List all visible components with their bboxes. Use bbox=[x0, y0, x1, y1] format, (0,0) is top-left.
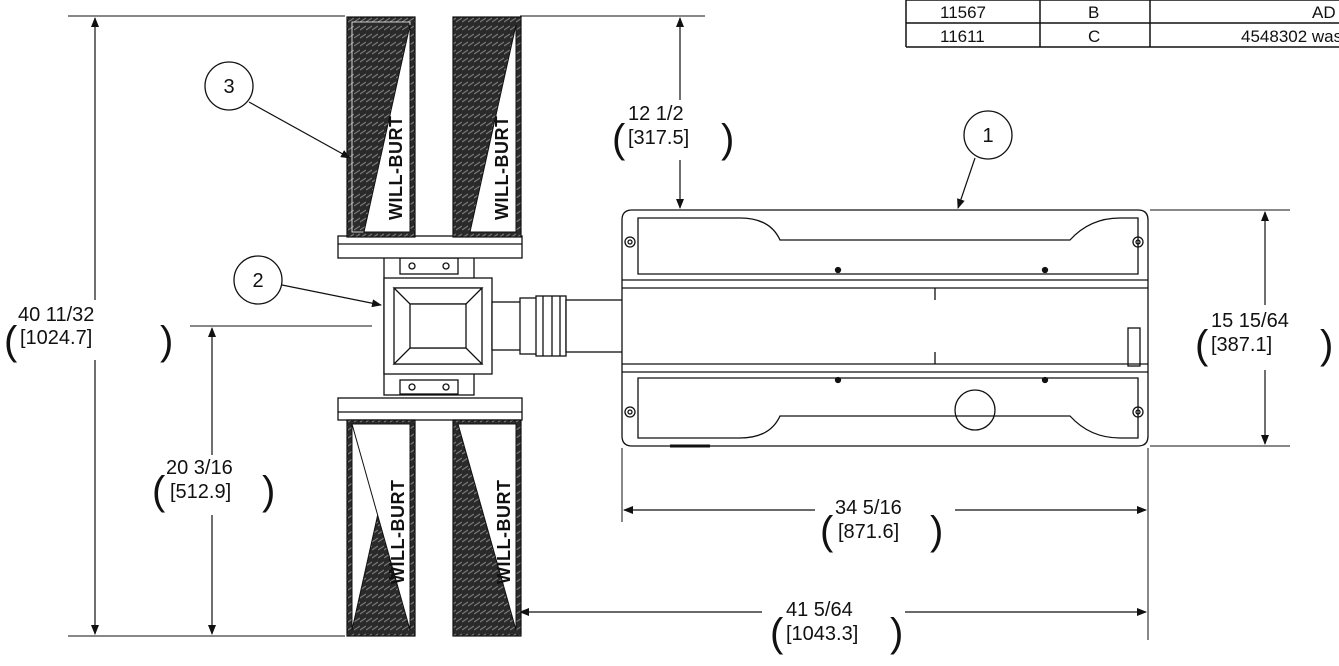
svg-text:(: ( bbox=[152, 469, 166, 513]
svg-text:(: ( bbox=[770, 611, 784, 655]
dim-base-length-metric: [871.6] bbox=[838, 521, 899, 543]
svg-text:): ) bbox=[160, 319, 173, 363]
dim-base-height-metric: [387.1] bbox=[1211, 334, 1272, 356]
antenna-panel-lower-left: WILL-BURT WILL-BURT bbox=[346, 419, 416, 637]
panel-brand-label: WILL-BURT bbox=[494, 480, 514, 584]
upper-mounting-bar bbox=[337, 235, 523, 259]
dim-lower-height-imperial: 20 3/16 bbox=[166, 457, 233, 479]
dim-base-height-imperial: 15 15/64 bbox=[1211, 310, 1289, 332]
svg-text:(: ( bbox=[4, 319, 18, 363]
rev-row-2-ecn: 11611 bbox=[940, 27, 985, 46]
antenna-panel-lower-right: WILL-BURT bbox=[452, 419, 522, 637]
svg-text:): ) bbox=[721, 117, 734, 161]
rev-row-1-desc: AD bbox=[1312, 3, 1336, 22]
svg-text:): ) bbox=[1320, 323, 1333, 367]
antenna-panel-upper-right: WILL-BURT bbox=[452, 16, 522, 238]
dim-overall-height: ( 40 11/32 [1024.7] ) bbox=[4, 304, 173, 363]
panel-brand-label-overlay: WILL-BURT bbox=[388, 480, 408, 584]
rev-row-2-desc: 4548302 was bbox=[1241, 27, 1339, 46]
dim-overall-length-metric: [1043.3] bbox=[786, 623, 858, 645]
svg-text:(: ( bbox=[612, 117, 626, 161]
panel-brand-label: WILL-BURT bbox=[492, 116, 512, 220]
balloon-3-label: 3 bbox=[223, 76, 234, 98]
svg-text:(: ( bbox=[1195, 323, 1209, 367]
svg-text:): ) bbox=[890, 611, 903, 655]
base-case bbox=[621, 209, 1149, 448]
rev-row-1-rev: B bbox=[1088, 3, 1099, 22]
svg-text:): ) bbox=[930, 509, 943, 553]
extension-lines bbox=[68, 15, 1290, 640]
dim-base-height: ( 15 15/64 [387.1] ) bbox=[1195, 310, 1333, 367]
svg-text:): ) bbox=[262, 469, 275, 513]
dim-top-height-imperial: 12 1/2 bbox=[628, 103, 684, 125]
balloon-2-label: 2 bbox=[252, 270, 263, 292]
dim-overall-length: ( 41 5/64 [1043.3] ) bbox=[770, 599, 903, 655]
balloon-1: 1 bbox=[957, 110, 1013, 209]
revision-table: 11567 B AD 11611 C 4548302 was bbox=[905, 0, 1339, 48]
dim-overall-height-imperial: 40 11/32 bbox=[18, 304, 94, 326]
balloon-2: 2 bbox=[233, 255, 382, 308]
dim-lower-height: ( 20 3/16 [512.9] ) bbox=[152, 457, 275, 513]
lower-mounting-bar bbox=[337, 397, 523, 421]
dim-top-height-metric: [317.5] bbox=[628, 127, 689, 149]
dim-lower-height-metric: [512.9] bbox=[170, 481, 231, 503]
pan-tilt-head bbox=[383, 277, 493, 375]
dim-base-length: ( 34 5/16 [871.6] ) bbox=[820, 497, 943, 553]
dim-overall-height-metric: [1024.7] bbox=[20, 327, 92, 349]
rev-row-1-ecn: 11567 bbox=[940, 3, 986, 22]
dim-overall-length-imperial: 41 5/64 bbox=[786, 599, 853, 621]
dim-base-length-imperial: 34 5/16 bbox=[835, 497, 902, 519]
balloon-1-label: 1 bbox=[982, 125, 993, 147]
panel-brand-label: WILL-BURT bbox=[386, 116, 406, 220]
antenna-panel-upper-left: WILL-BURT bbox=[346, 16, 416, 238]
dim-top-height: ( 12 1/2 [317.5] ) bbox=[612, 103, 734, 161]
dimension-lines bbox=[91, 17, 1269, 635]
balloon-3: 3 bbox=[204, 61, 351, 159]
svg-text:(: ( bbox=[820, 509, 834, 553]
rev-row-2-rev: C bbox=[1088, 27, 1100, 46]
